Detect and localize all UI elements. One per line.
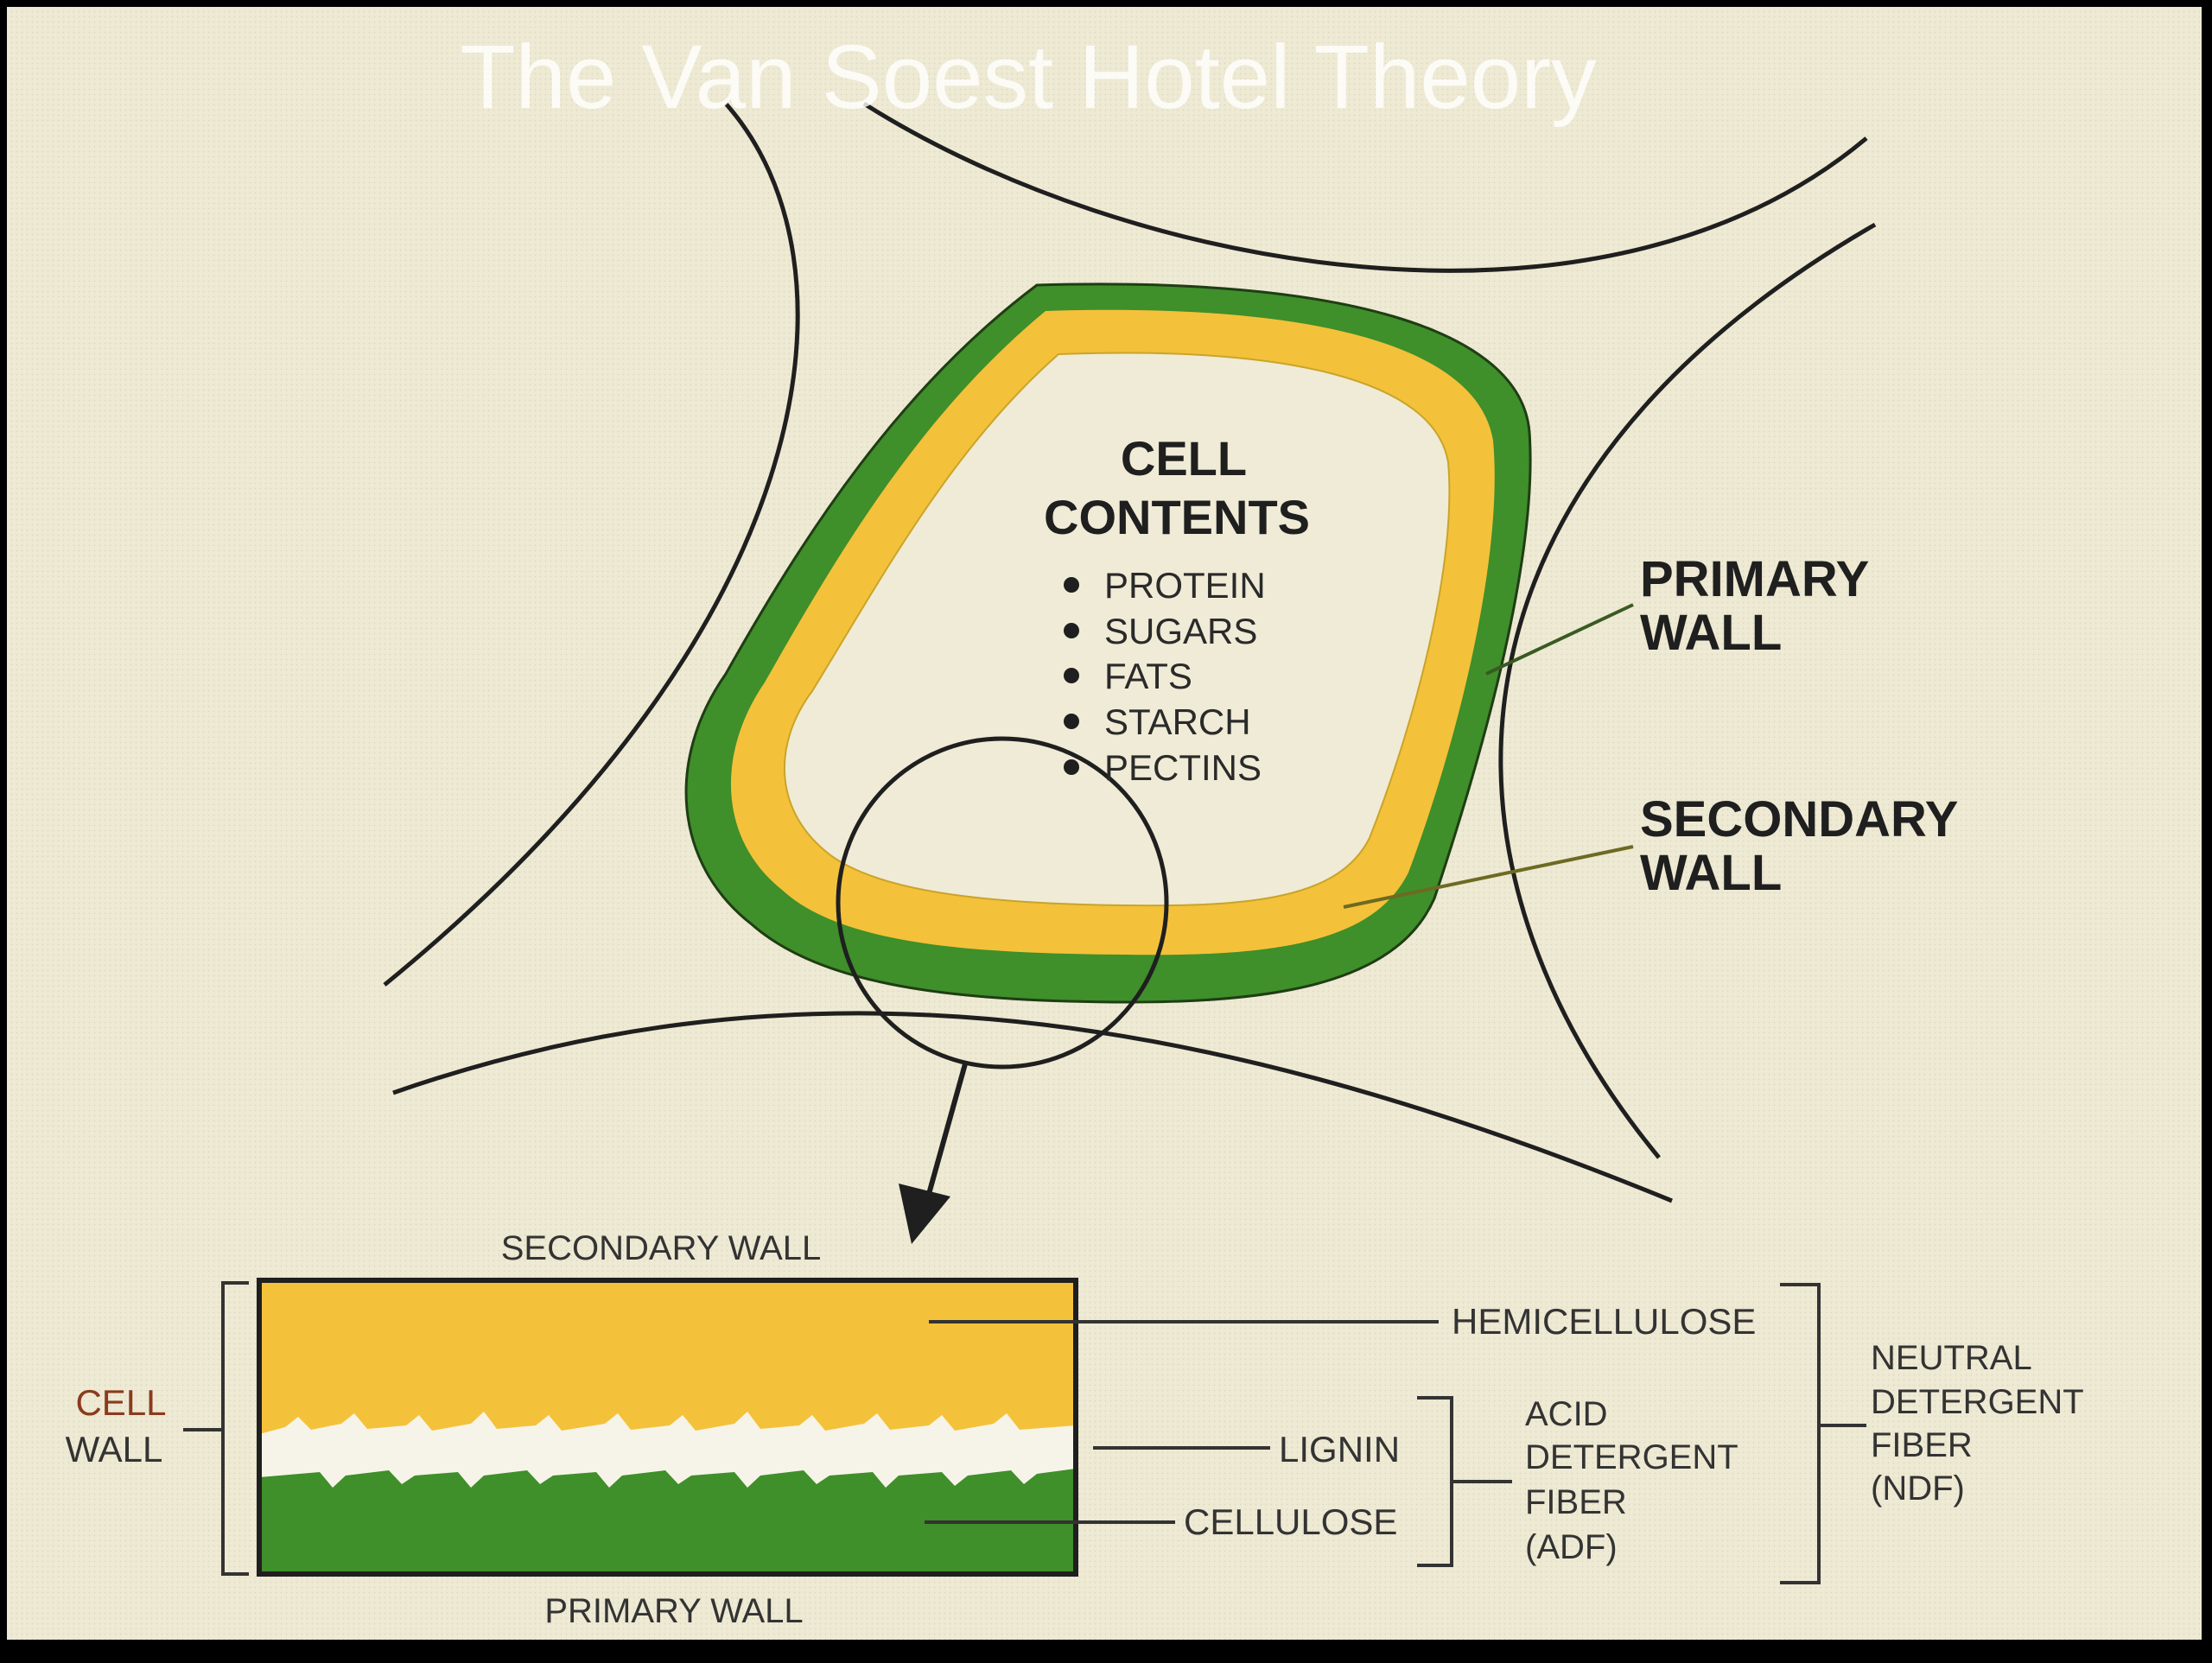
bullet-icon xyxy=(1064,577,1079,593)
secondary-wall-label-2: WALL xyxy=(1640,845,1782,901)
magnifier-circle xyxy=(836,736,1169,1070)
adf-label-1: ACID xyxy=(1525,1395,1608,1433)
ndf-label-4: (NDF) xyxy=(1871,1469,1965,1507)
detail-primary-wall-label: PRIMARY WALL xyxy=(544,1592,803,1630)
content-item-protein: PROTEIN xyxy=(1104,565,1266,606)
primary-wall-label-1: PRIMARY xyxy=(1640,551,1869,607)
curve-bottom xyxy=(392,1011,1673,1203)
cell-contents-list: PROTEIN SUGARS FATS STARCH PECTINS xyxy=(1064,565,1266,788)
curve-left xyxy=(383,102,800,987)
primary-wall-label-2: WALL xyxy=(1640,605,1782,661)
secondary-wall-label-1: SECONDARY xyxy=(1640,791,1958,847)
ndf-label-1: NEUTRAL xyxy=(1871,1339,2032,1377)
neighbour-cell-lines xyxy=(383,101,1877,1203)
cell-contents-heading-1: CELL xyxy=(1121,431,1247,486)
bullet-icon xyxy=(1064,623,1079,638)
ndf-label-2: DETERGENT xyxy=(1871,1383,2084,1421)
content-item-starch: STARCH xyxy=(1104,701,1251,742)
cell-contents-heading-2: CONTENTS xyxy=(1044,490,1310,544)
ndf-bracket xyxy=(1780,1283,1821,1584)
ndf-label-3: FIBER xyxy=(1871,1426,1973,1464)
hemicellulose-label: HEMICELLULOSE xyxy=(1452,1301,1756,1342)
content-item-sugars: SUGARS xyxy=(1104,611,1257,651)
content-item-pectins: PECTINS xyxy=(1104,747,1262,788)
bullet-icon xyxy=(1064,714,1079,729)
slide-title: The Van Soest Hotel Theory xyxy=(460,27,1597,128)
bullet-icon xyxy=(1064,759,1079,775)
secondary-wall-leader xyxy=(1343,845,1634,909)
cellulose-label: CELLULOSE xyxy=(1184,1501,1397,1542)
wall-cross-section xyxy=(257,1278,1078,1577)
adf-label-3: FIBER xyxy=(1525,1483,1627,1521)
detail-secondary-wall-label: SECONDARY WALL xyxy=(501,1229,822,1267)
lignin-label: LIGNIN xyxy=(1279,1429,1400,1469)
cell-wall-label-2: WALL xyxy=(66,1429,163,1469)
cross-section-frame xyxy=(257,1278,1078,1577)
curve-right xyxy=(1498,222,1877,1159)
lignin-layer xyxy=(259,1412,1076,1488)
primary-wall-leader xyxy=(1485,603,1634,676)
content-item-fats: FATS xyxy=(1104,656,1192,696)
adf-label-4: (ADF) xyxy=(1525,1528,1618,1566)
cell-interior xyxy=(784,352,1451,907)
cell-wall-label-1: CELL xyxy=(75,1382,166,1423)
zoom-arrow-head xyxy=(899,1184,950,1244)
bullet-icon xyxy=(1064,668,1079,683)
adf-label-2: DETERGENT xyxy=(1525,1438,1738,1476)
curve-top xyxy=(862,101,1868,273)
zoom-arrow-line xyxy=(922,1060,969,1210)
